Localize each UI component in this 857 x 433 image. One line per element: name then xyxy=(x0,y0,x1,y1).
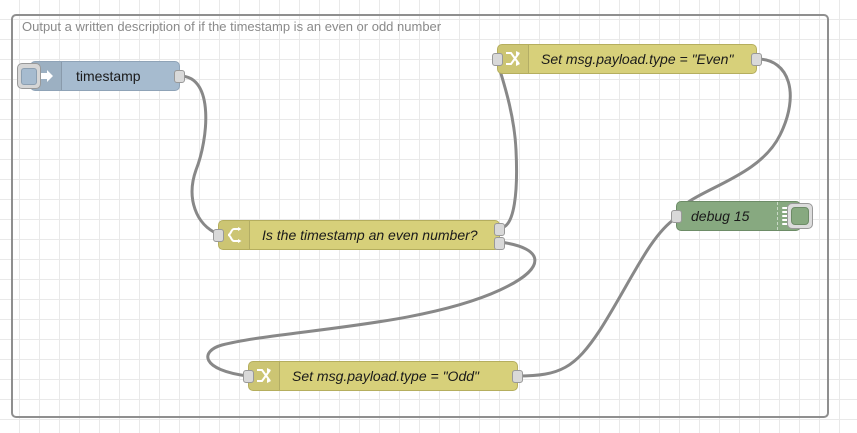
switch-output-port-0[interactable] xyxy=(494,223,505,236)
inject-output-port[interactable] xyxy=(174,70,185,83)
change-odd-node-label: Set msg.payload.type = "Odd" xyxy=(292,368,479,384)
change-even-input-port[interactable] xyxy=(492,53,503,66)
change-even-output-port[interactable] xyxy=(751,53,762,66)
change-even-node-label: Set msg.payload.type = "Even" xyxy=(541,51,734,67)
node-switch-even-check[interactable]: Is the timestamp an even number? xyxy=(213,220,505,250)
debug-input-port[interactable] xyxy=(671,210,682,223)
node-group-label: Output a written description of if the t… xyxy=(22,19,442,34)
inject-button-glyph xyxy=(21,67,37,85)
debug-enable-toggle[interactable] xyxy=(787,203,813,229)
debug-toggle-glyph xyxy=(791,207,809,225)
inject-trigger-button[interactable] xyxy=(17,63,41,89)
node-debug-15[interactable]: debug 15 xyxy=(671,201,813,231)
change-shuffle-icon xyxy=(498,45,529,73)
switch-output-port-1[interactable] xyxy=(494,237,505,250)
node-group-frame[interactable] xyxy=(11,14,829,418)
inject-node-label: timestamp xyxy=(76,68,141,84)
node-change-even[interactable]: Set msg.payload.type = "Even" xyxy=(492,44,762,74)
change-odd-output-port[interactable] xyxy=(512,370,523,383)
switch-input-port[interactable] xyxy=(213,229,224,242)
switch-branch-icon xyxy=(219,221,250,249)
switch-node-label: Is the timestamp an even number? xyxy=(262,227,478,243)
debug-node-label: debug 15 xyxy=(691,208,750,224)
node-inject-timestamp[interactable]: timestamp xyxy=(17,61,185,91)
change-shuffle-icon xyxy=(249,362,280,390)
node-change-odd[interactable]: Set msg.payload.type = "Odd" xyxy=(243,361,523,391)
change-odd-input-port[interactable] xyxy=(243,370,254,383)
